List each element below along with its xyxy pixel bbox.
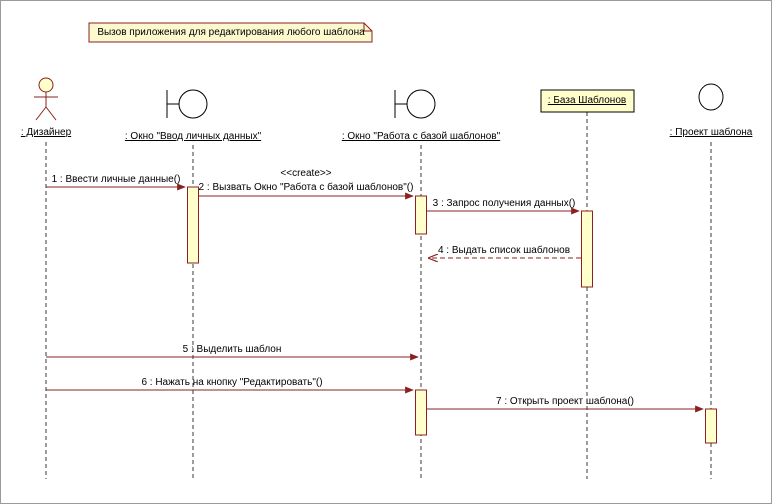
- message-5-label: 5 : Выделить шаблон: [182, 344, 282, 355]
- message-1-label: 1 : Ввести личные данные(): [51, 174, 181, 185]
- message-2-stereotype: <<create>>: [280, 168, 332, 179]
- note-text: Вызов приложения для редактирования любо…: [97, 27, 365, 38]
- object-box-template-database: [540, 89, 635, 113]
- note-body: [88, 22, 373, 43]
- lifeline-label-template-database: : База Шаблонов: [547, 95, 627, 106]
- actor-leg-right: [45, 106, 57, 121]
- note-shape: [88, 22, 373, 43]
- boundary-circle: [178, 89, 208, 119]
- activation-template-database: [581, 210, 593, 288]
- note-fold-corner: [363, 23, 372, 32]
- message-2-label: 2 : Вызвать Окно "Работа с базой шаблоно…: [198, 182, 414, 193]
- message-lines-group: [46, 183, 704, 413]
- lifeline-label-template-project: : Проект шаблона: [669, 127, 753, 138]
- lifelines-group: [45, 112, 712, 479]
- actor-icon-designer: [34, 77, 58, 121]
- lifeline-label-window-personal-data: : Окно "Ввод личных данных": [124, 131, 262, 142]
- actor-head: [38, 77, 54, 93]
- activation-window-personal-data: [187, 186, 199, 264]
- activations-group: [187, 186, 717, 444]
- entity-icon-template-project: [698, 83, 724, 111]
- lifeline-label-window-template-db: : Окно "Работа с базой шаблонов": [341, 131, 501, 142]
- boundary-circle: [406, 89, 436, 119]
- boundary-icon-window-template-db: [394, 89, 436, 119]
- message-4-label: 4 : Выдать список шаблонов: [437, 245, 571, 256]
- message-3-label: 3 : Запрос получения данных(): [432, 198, 576, 209]
- message-6-label: 6 : Нажать на кнопку "Редактировать"(): [141, 377, 323, 388]
- boundary-icon-window-personal-data: [166, 89, 208, 119]
- message-7-label: 7 : Открыть проект шаблона(): [495, 396, 635, 407]
- activation-window-template-db-2: [415, 389, 427, 436]
- activation-template-project: [705, 408, 717, 444]
- activation-window-template-db-1: [415, 195, 427, 235]
- lifeline-label-designer: : Дизайнер: [20, 127, 72, 138]
- actor-leg-left: [35, 106, 47, 121]
